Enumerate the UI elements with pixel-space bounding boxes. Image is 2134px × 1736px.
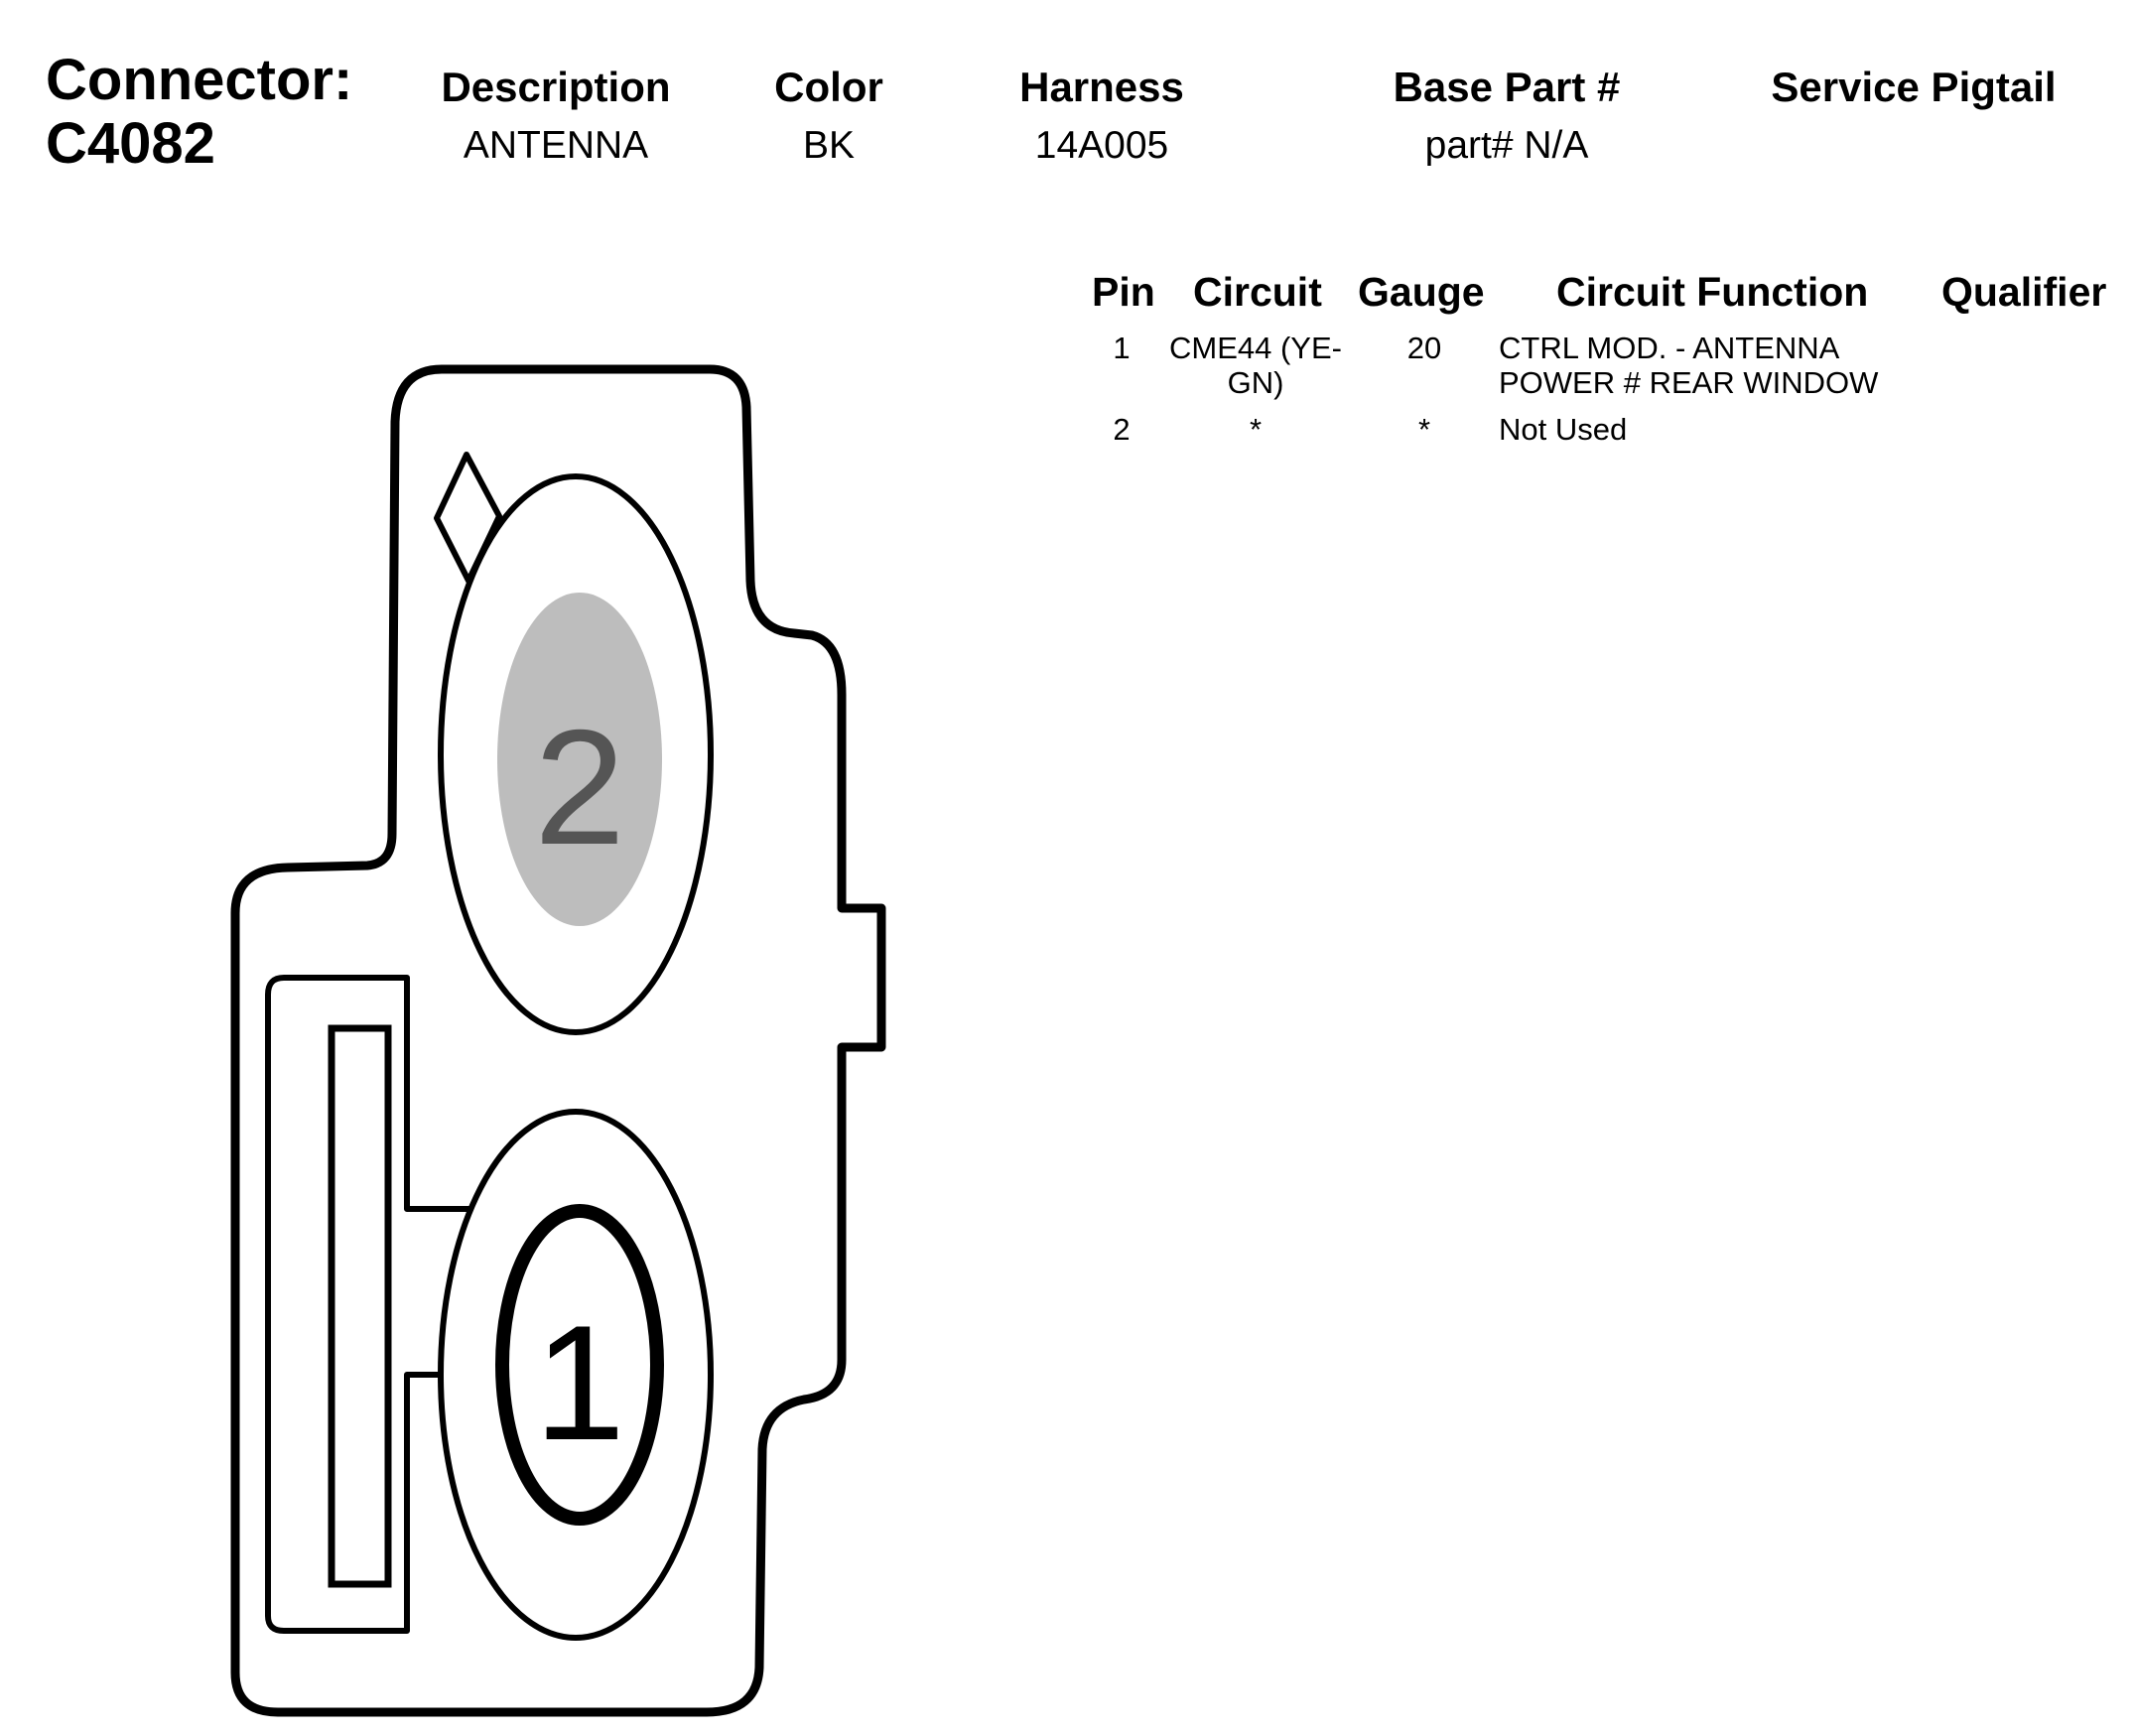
harness-heading: Harness <box>1019 64 1184 110</box>
harness-column: Harness 14A005 <box>1019 60 1184 177</box>
description-heading: Description <box>441 64 671 110</box>
circuit-cell: * <box>1161 412 1350 447</box>
latch-slot-outline <box>265 975 506 1634</box>
circuit-line: GN) <box>1227 365 1284 400</box>
gauge-header: Gauge <box>1358 269 1485 315</box>
pin-1-label: 1 <box>534 1291 625 1474</box>
function-cell: Not Used <box>1499 412 1916 447</box>
base-part-heading: Base Part # <box>1393 64 1621 110</box>
function-line: Not Used <box>1499 412 1628 447</box>
service-pigtail-heading: Service Pigtail <box>1771 64 2057 110</box>
function-line: CTRL MOD. - ANTENNA <box>1499 331 1840 365</box>
base-part-value: part# N/A <box>1424 124 1589 167</box>
function-header: Circuit Function <box>1556 269 1869 315</box>
pin-number: 2 <box>1113 412 1131 447</box>
pin-2-label: 2 <box>534 696 625 878</box>
qualifier-header: Qualifier <box>1941 269 2107 315</box>
connector-id: C4082 <box>46 111 215 176</box>
connector-housing-outline <box>230 364 886 1717</box>
service-pigtail-column: Service Pigtail <box>1771 60 2056 115</box>
gauge-cell: 20 <box>1406 331 1442 365</box>
function-cell: CTRL MOD. - ANTENNA POWER # REAR WINDOW <box>1499 331 1916 400</box>
function-line: POWER # REAR WINDOW <box>1499 365 1879 400</box>
color-value: BK <box>802 124 856 167</box>
connector-label: Connector: <box>46 48 353 112</box>
pin-number: 1 <box>1113 331 1131 365</box>
base-part-column: Base Part # part# N/A <box>1394 60 1621 177</box>
color-column: Color BK <box>774 60 883 177</box>
pin-1-contact <box>495 1204 664 1526</box>
circuit-header: Circuit <box>1193 269 1322 315</box>
latch-tab <box>328 1024 392 1588</box>
color-heading: Color <box>774 64 883 110</box>
description-value: ANTENNA <box>463 124 649 167</box>
circuit-line: CME44 (YE- <box>1169 331 1342 365</box>
gauge-cell: * <box>1417 412 1431 447</box>
description-column: Description ANTENNA <box>441 60 670 177</box>
pin-2-contact-highlighted <box>497 593 662 926</box>
circuit-cell: CME44 (YE- GN) <box>1161 331 1350 400</box>
circuit-line: * <box>1249 412 1263 447</box>
pin-header: Pin <box>1092 269 1155 315</box>
harness-value: 14A005 <box>1034 124 1169 167</box>
